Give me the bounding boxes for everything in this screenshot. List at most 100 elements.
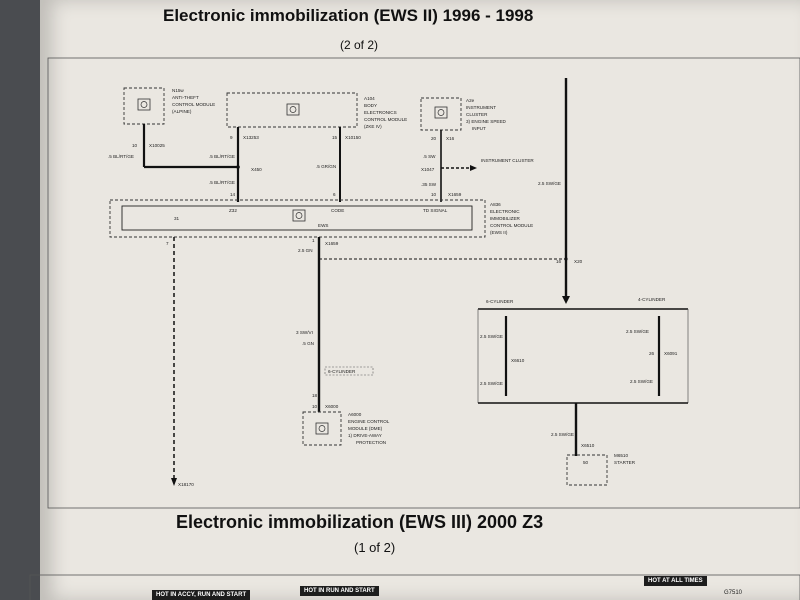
pin18: 18 — [312, 393, 318, 398]
x1659b: X1659 — [325, 241, 339, 246]
a104-conn2: X10150 — [345, 135, 361, 140]
pin10: 10 — [431, 192, 437, 197]
pin1: 1 — [312, 238, 315, 243]
swge-bot: 2.5 SW/GE — [551, 432, 574, 437]
n15w-module — [123, 87, 165, 125]
gn-color: .5 GR/GN — [316, 164, 336, 169]
pin14: 14 — [230, 192, 236, 197]
sw1: .5 SW — [423, 154, 436, 159]
n15w-l1: ANTI-THEFT — [172, 95, 199, 100]
diagram-frame — [47, 57, 800, 509]
m6510-id: M6510 — [614, 453, 628, 458]
swge-r2: 2.5 SW/GE — [630, 379, 653, 384]
a6000-l1: ENGINE CONTROL — [348, 419, 390, 424]
hot-accy-label: HOT IN ACCY, RUN AND START — [152, 590, 251, 600]
x450-color: .5 BL/RT/GE — [209, 180, 235, 185]
x1047: X1047 — [421, 167, 435, 172]
n15w-l3: (ALPINE) — [172, 109, 192, 114]
module-icon — [292, 209, 306, 222]
swge-r1: 2.5 SW/GE — [626, 329, 649, 334]
n15w-pin: 10 — [132, 143, 138, 148]
x6091: X6091 — [664, 351, 678, 356]
x20: X20 — [574, 259, 583, 264]
instrument-cluster: INSTRUMENT CLUSTER — [481, 158, 534, 163]
sw2: .35 SW — [421, 182, 437, 187]
splice-x20 — [564, 257, 568, 261]
a104-conn: X13253 — [243, 135, 259, 140]
swge-main: 2.5 SW/GE — [538, 181, 561, 186]
m6510-l1: STARTER — [614, 460, 636, 465]
a2e-pin: 20 — [431, 136, 437, 141]
splice-x450 — [236, 165, 240, 169]
pin7: 7 — [166, 241, 169, 246]
x1659a: X1659 — [448, 192, 462, 197]
diagram-subtitle: (2 of 2) — [340, 38, 379, 52]
a104-pin: 9 — [230, 135, 233, 140]
a104-l1: BODY — [364, 103, 377, 108]
a2e-l3: 3) ENGINE SPEED — [466, 119, 507, 124]
a6000-l4: PROTECTION — [356, 440, 386, 445]
n15w-color: .5 BL/RT/GE — [108, 154, 134, 159]
a6000-id: A6000 — [348, 412, 362, 417]
next-diagram-frame — [29, 574, 800, 600]
a836-l4: (EWS II) — [490, 230, 508, 235]
pin50: 50 — [583, 460, 589, 465]
ews-inner: EWS — [318, 223, 328, 228]
swge-l1: 2.5 SW/GE — [480, 334, 503, 339]
gn5: .5 GN — [302, 341, 314, 346]
arrow-down-icon — [171, 478, 177, 486]
module-icon — [315, 422, 329, 435]
arrow-down-icon — [562, 296, 570, 304]
manual-page — [40, 0, 800, 600]
x6610: X6610 — [511, 358, 525, 363]
a2e-l1: INSTRUMENT — [466, 105, 496, 110]
a836-l1: ELECTRONIC — [490, 209, 520, 214]
gn25: 2.5 GN — [298, 248, 313, 253]
section-title: Electronic immobilization (EWS III) 2000… — [176, 512, 544, 532]
pin10b: 10 — [312, 404, 318, 409]
a6000-module — [302, 411, 342, 446]
starter-box — [566, 454, 608, 486]
swge-l2: 2.5 SW/GE — [480, 381, 503, 386]
a104-pin2: 15 — [332, 135, 338, 140]
n15w-l2: CONTROL MODULE — [172, 102, 215, 107]
pin6: 6 — [333, 192, 336, 197]
p-td: TD SIGNAL — [423, 208, 448, 213]
a2e-l2: CLUSTER — [466, 112, 488, 117]
a104-module — [226, 92, 358, 128]
a2e-module — [420, 97, 462, 131]
hot-run-label: HOT IN RUN AND START — [300, 586, 379, 596]
arrow-icon — [470, 165, 477, 171]
six-cyl-a: 6-CYLINDER — [328, 369, 356, 374]
a6000-l3: 1) DRIVE-AWAY — [348, 433, 382, 438]
a2e-id: A2e — [466, 98, 475, 103]
n15w-id: N15w — [172, 88, 184, 93]
a836-id: A836 — [490, 202, 501, 207]
a104-l4: (ZKE IV) — [364, 124, 382, 129]
module-icon — [137, 98, 151, 111]
section-subtitle: (1 of 2) — [354, 540, 396, 555]
module-icon — [286, 103, 300, 116]
a104-color: .5 BL/RT/GE — [209, 154, 235, 159]
a104-id: A104 — [364, 96, 375, 101]
module-icon — [434, 106, 448, 119]
p-z32: Z32 — [229, 208, 237, 213]
a104-l3: CONTROL MODULE — [364, 117, 407, 122]
a104-l2: ELECTRONICS — [364, 110, 397, 115]
pin26: 26 — [649, 351, 655, 356]
swvi: 3 SW/VI — [296, 330, 313, 335]
x6000: X6000 — [325, 404, 339, 409]
x450: X450 — [251, 167, 262, 172]
a6000-l2: MODULE (DME) — [348, 426, 383, 431]
hot-always-label: HOT AT ALL TIMES — [644, 576, 707, 586]
four-cyl: 4-CYLINDER — [638, 297, 666, 302]
a2e-conn: X16 — [446, 136, 455, 141]
p-code: CODE — [331, 208, 344, 213]
pin16: 16 — [556, 259, 562, 264]
diagram-title: Electronic immobilization (EWS II) 1996 … — [163, 6, 534, 25]
a836-l2: IMMOBILIZER — [490, 216, 521, 221]
n15w-conn: X10025 — [149, 143, 165, 148]
a836-module — [109, 199, 486, 238]
a2e-l4: INPUT — [472, 126, 486, 131]
